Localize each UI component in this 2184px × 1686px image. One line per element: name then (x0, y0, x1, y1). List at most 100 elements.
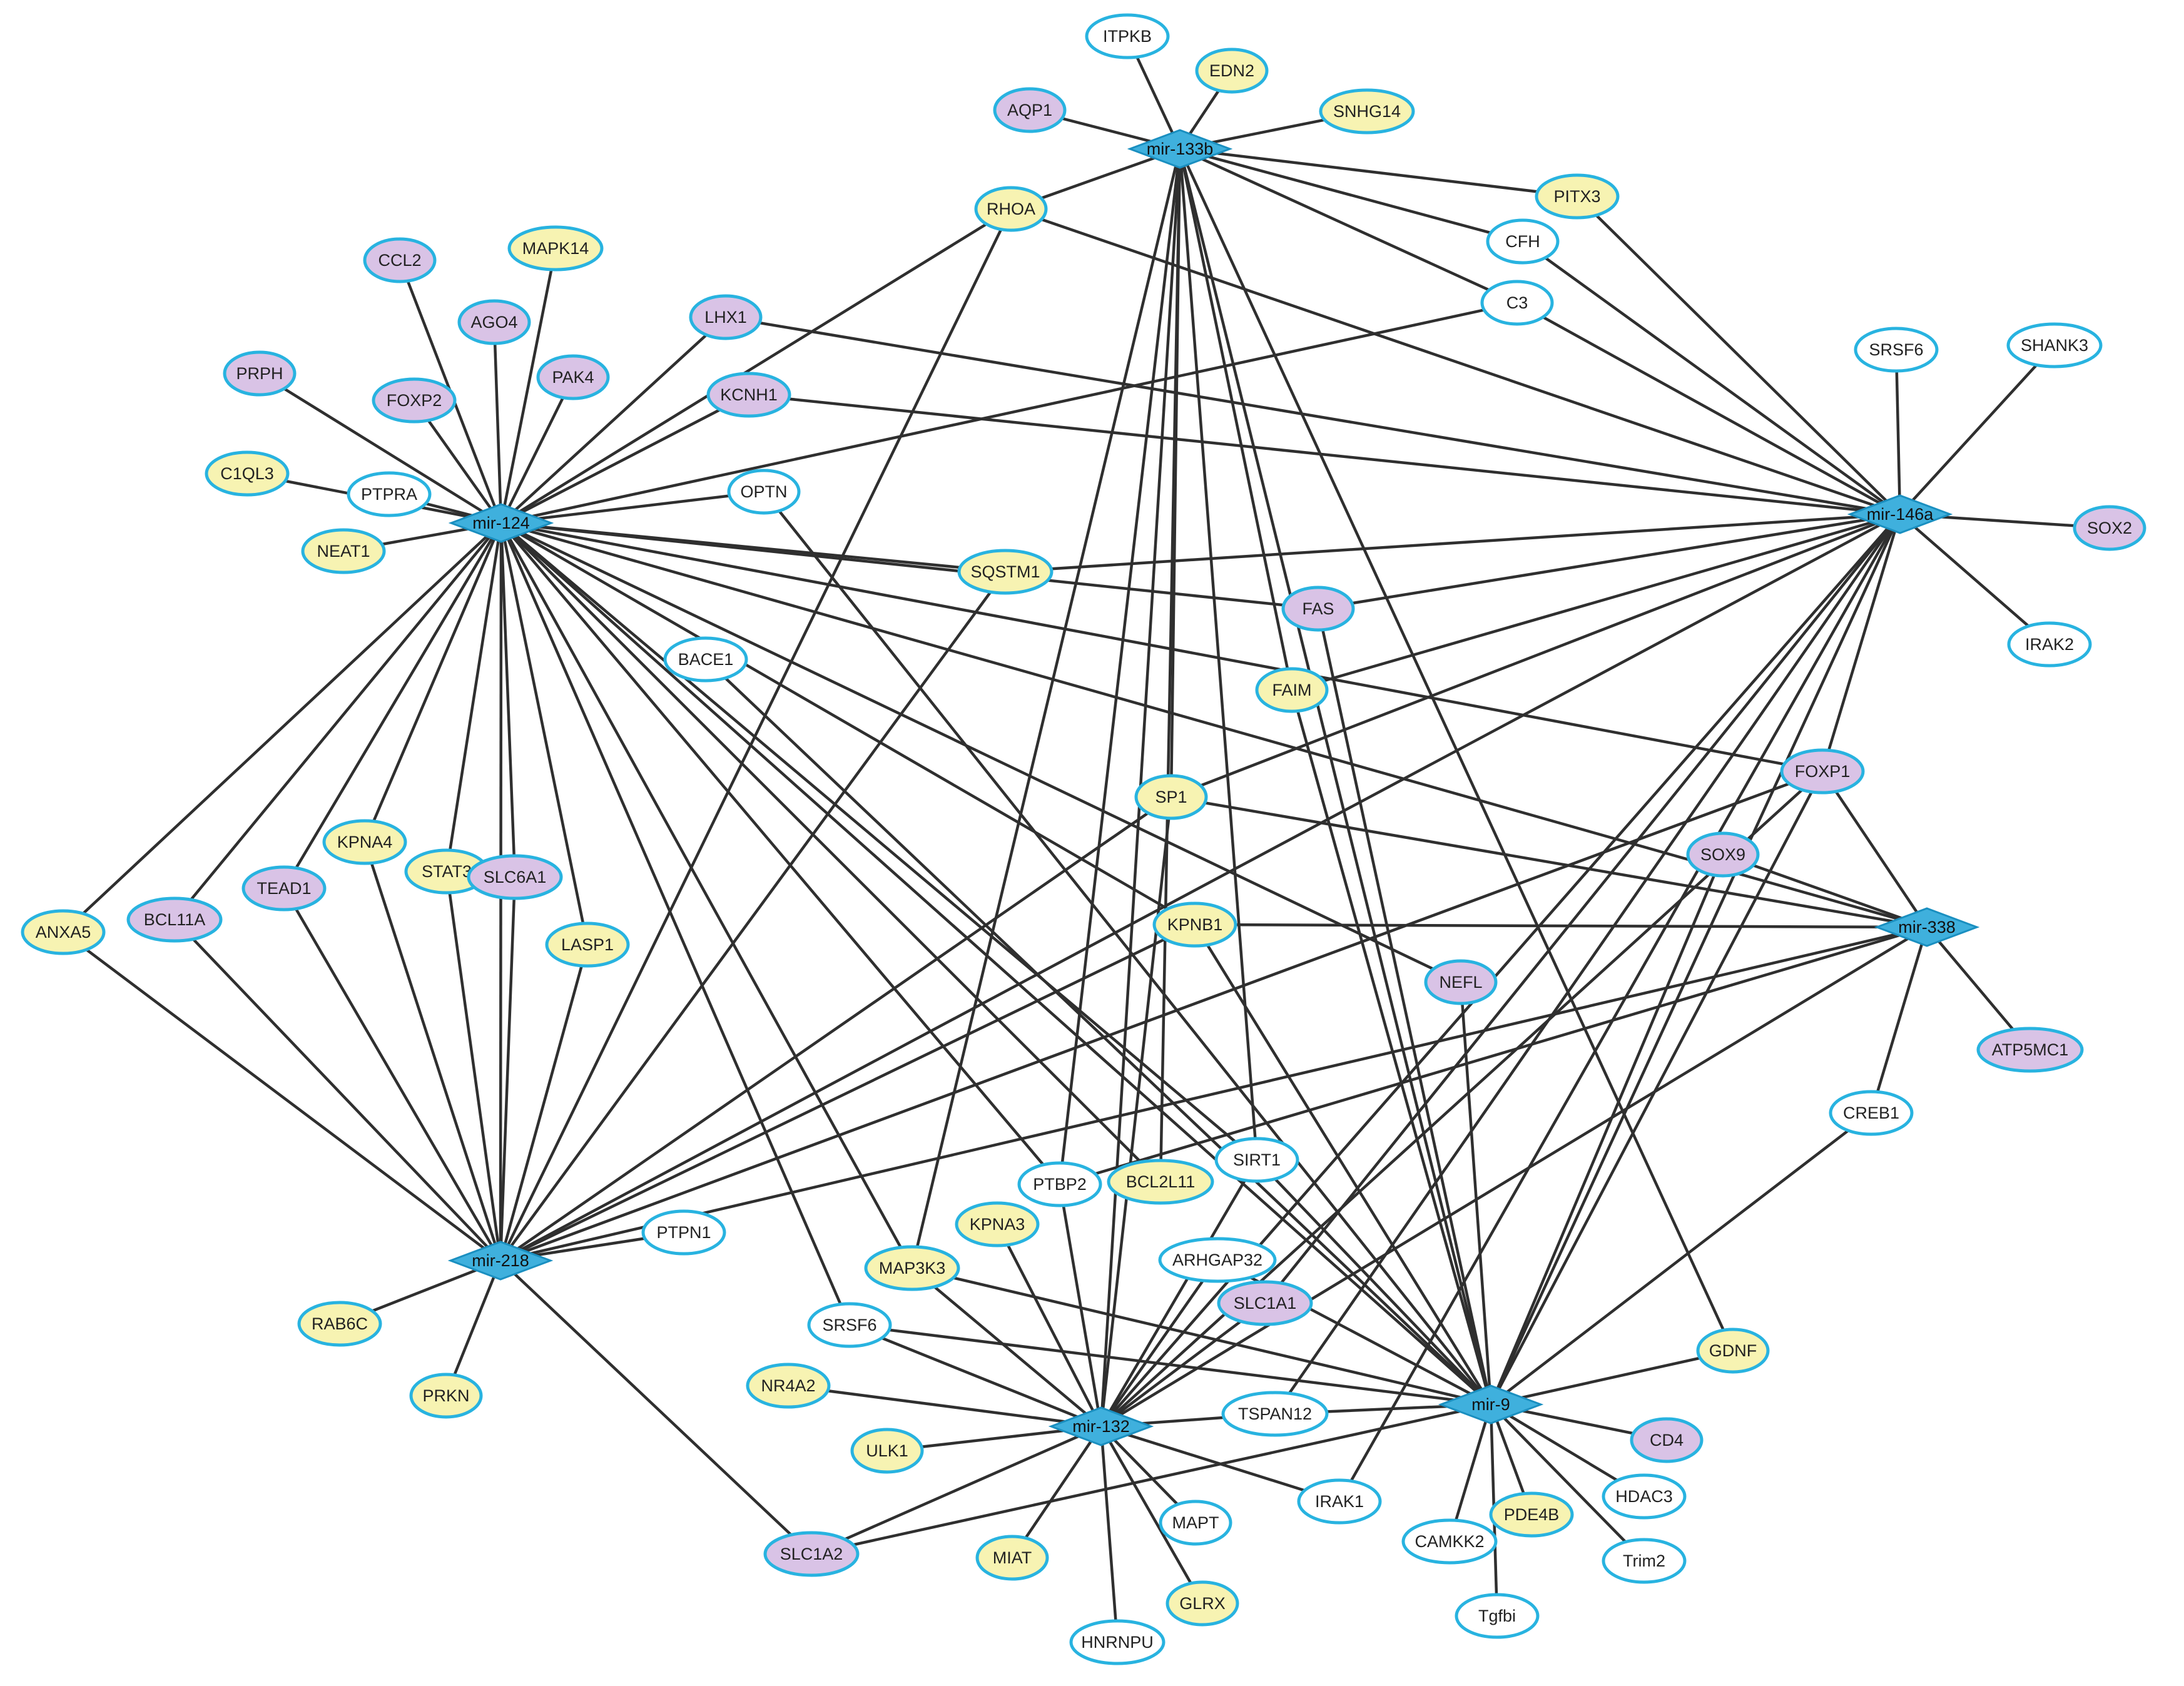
gene-node[interactable]: TEAD1 (241, 865, 327, 912)
gene-node-label: CD4 (1650, 1431, 1684, 1450)
gene-node[interactable]: SNHG14 (1319, 88, 1415, 135)
gene-node[interactable]: C1QL3 (205, 450, 290, 497)
gene-node[interactable]: SP1 (1134, 774, 1208, 820)
edge-mir-133b-mir-9 (1178, 148, 1493, 1405)
gene-node[interactable]: ARHGAP32 (1158, 1237, 1277, 1283)
edge-mir-133b-PTBP2 (1058, 148, 1182, 1185)
gene-node[interactable]: PRPH (223, 350, 297, 397)
edge-mir-218-STAT3 (445, 871, 502, 1261)
mirna-hub-node[interactable]: mir-218 (447, 1241, 554, 1281)
gene-node[interactable]: ITPKB (1085, 13, 1170, 59)
gene-node[interactable]: PTPN1 (641, 1209, 726, 1256)
gene-node[interactable]: GDNF (1696, 1328, 1770, 1374)
gene-node[interactable]: LASP1 (545, 922, 630, 968)
gene-node[interactable]: PRKN (409, 1373, 483, 1419)
gene-node[interactable]: NEAT1 (301, 528, 386, 574)
mirna-hub-node[interactable]: mir-338 (1874, 907, 1980, 947)
edge-mir-124-RHOA (500, 208, 1012, 524)
gene-node[interactable]: Trim2 (1602, 1538, 1687, 1584)
edge-mir-9-BACE1 (704, 658, 1492, 1406)
gene-node[interactable]: KPNB1 (1152, 901, 1237, 948)
mirna-hub-node[interactable]: mir-124 (448, 503, 554, 543)
gene-node[interactable]: MIAT (975, 1535, 1049, 1581)
edge-mir-218-SQSTM1 (499, 571, 1007, 1262)
mirna-hub-node[interactable]: mir-9 (1438, 1384, 1544, 1424)
gene-node[interactable]: Tgfbi (1455, 1593, 1540, 1639)
gene-node[interactable]: AGO4 (457, 299, 531, 345)
gene-node[interactable]: ULK1 (850, 1428, 924, 1474)
gene-node[interactable]: SQSTM1 (957, 549, 1054, 595)
gene-node-shape (1221, 1391, 1329, 1437)
gene-node[interactable]: BACE1 (663, 636, 748, 683)
gene-node[interactable]: SLC6A1 (467, 854, 563, 900)
mirna-hub-node[interactable]: mir-132 (1048, 1406, 1154, 1446)
gene-node-shape (1686, 831, 1760, 878)
gene-node[interactable]: SIRT1 (1214, 1137, 1299, 1183)
gene-node[interactable]: NEFL (1424, 959, 1498, 1005)
gene-node[interactable]: CD4 (1630, 1417, 1704, 1463)
gene-node[interactable]: PDE4B (1489, 1491, 1574, 1538)
gene-node[interactable]: ATP5MC1 (1976, 1027, 2084, 1073)
gene-node[interactable]: SOX2 (2073, 505, 2146, 551)
edge-mir-124-KPNA4 (363, 522, 503, 843)
gene-node[interactable]: TSPAN12 (1221, 1391, 1329, 1437)
mirna-hub-diamond (1048, 1406, 1154, 1446)
gene-node[interactable]: IRAK2 (2007, 621, 2092, 668)
gene-node[interactable]: ANXA5 (21, 909, 106, 955)
gene-node[interactable]: BCL2L11 (1107, 1159, 1214, 1205)
edge-mir-146a-IRAK1 (1338, 513, 1901, 1503)
gene-node[interactable]: RHOA (974, 186, 1048, 232)
gene-node-label: PAK4 (552, 368, 594, 387)
gene-node[interactable]: NR4A2 (746, 1363, 831, 1409)
gene-node[interactable]: FAIM (1255, 667, 1329, 713)
gene-node[interactable]: PTBP2 (1017, 1161, 1102, 1207)
gene-node[interactable]: STAT3 (404, 848, 489, 895)
gene-node[interactable]: PAK4 (536, 354, 610, 400)
gene-node[interactable]: FAS (1281, 586, 1355, 632)
mirna-hub-node[interactable]: mir-146a (1847, 494, 1953, 534)
gene-node[interactable]: KCNH1 (706, 372, 791, 418)
gene-node[interactable]: PITX3 (1535, 173, 1620, 220)
gene-node[interactable]: RAB6C (297, 1301, 382, 1347)
gene-node[interactable]: SRSF6 (1854, 327, 1939, 373)
gene-node[interactable]: HNRNPU (1069, 1619, 1166, 1665)
gene-node[interactable]: FOXP2 (372, 377, 457, 424)
gene-node[interactable]: FOXP1 (1780, 748, 1865, 795)
gene-node-label: RAB6C (312, 1314, 368, 1333)
gene-node[interactable]: AQP1 (993, 87, 1067, 133)
gene-node[interactable]: SHANK3 (2006, 322, 2103, 368)
gene-node[interactable]: KPNA4 (322, 819, 407, 865)
gene-node[interactable]: CAMKK2 (1401, 1518, 1498, 1565)
gene-node[interactable]: CFH (1486, 218, 1560, 265)
gene-node[interactable]: PTPRA (347, 471, 432, 517)
gene-node[interactable]: BCL11A (126, 896, 223, 943)
gene-node-shape (663, 636, 748, 683)
edge-mir-124-SLC6A1 (499, 522, 517, 878)
gene-node[interactable]: OPTN (727, 469, 801, 515)
gene-node[interactable]: GLRX (1166, 1580, 1239, 1627)
gene-node[interactable]: SLC1A2 (763, 1531, 860, 1577)
gene-node-label: ARHGAP32 (1172, 1251, 1262, 1269)
edge-mir-146a-IRAK2 (1899, 513, 2051, 646)
gene-node[interactable]: CREB1 (1829, 1090, 1914, 1136)
gene-node[interactable]: LHX1 (689, 294, 763, 340)
edge-mir-124-MAP3K3 (500, 522, 913, 1269)
gene-node[interactable]: SOX9 (1686, 831, 1760, 878)
gene-node[interactable]: KPNA3 (955, 1201, 1040, 1247)
gene-node[interactable]: MAPT (1159, 1500, 1232, 1546)
gene-node[interactable]: MAPK14 (507, 225, 604, 272)
gene-node[interactable]: MAP3K3 (864, 1245, 960, 1291)
gene-node[interactable]: EDN2 (1195, 48, 1269, 94)
gene-node[interactable]: HDAC3 (1602, 1473, 1687, 1520)
gene-node-shape (372, 377, 457, 424)
gene-node[interactable]: IRAK1 (1297, 1478, 1382, 1525)
gene-node-shape (322, 819, 407, 865)
gene-node-shape (1134, 774, 1208, 820)
mirna-hub-node[interactable]: mir-133b (1127, 129, 1233, 169)
gene-node[interactable]: SRSF6 (807, 1302, 892, 1348)
gene-node[interactable]: C3 (1480, 280, 1554, 326)
gene-node-shape (850, 1428, 924, 1474)
gene-node[interactable]: CCL2 (363, 237, 437, 283)
gene-node-shape (1255, 667, 1329, 713)
gene-node[interactable]: SLC1A1 (1217, 1280, 1313, 1326)
